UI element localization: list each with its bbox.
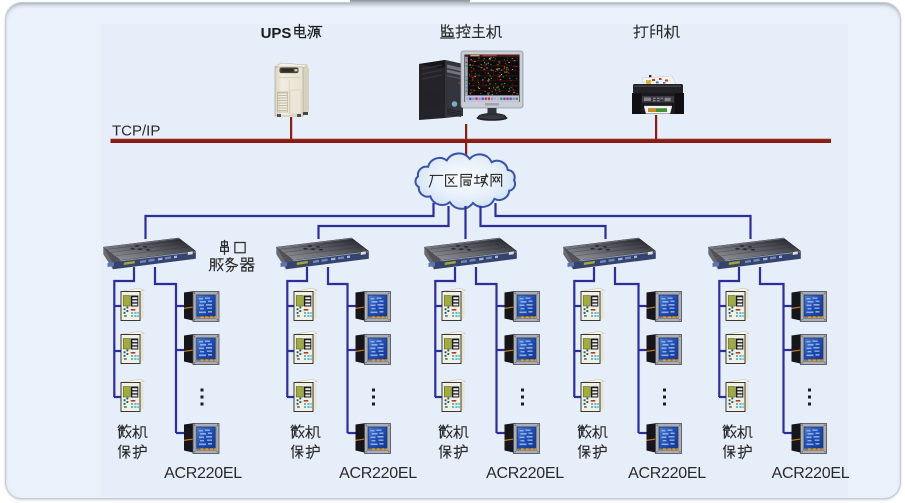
svg-text:ACR220EL: ACR220EL bbox=[339, 465, 417, 482]
svg-text:ACR220EL: ACR220EL bbox=[486, 465, 564, 482]
svg-text:ACR220EL: ACR220EL bbox=[628, 465, 706, 482]
svg-text:ACR220EL: ACR220EL bbox=[164, 465, 242, 482]
svg-text:ACR220EL: ACR220EL bbox=[772, 465, 850, 482]
svg-text:TCP/IP: TCP/IP bbox=[112, 123, 160, 140]
svg-text:UPS: UPS bbox=[261, 25, 292, 42]
